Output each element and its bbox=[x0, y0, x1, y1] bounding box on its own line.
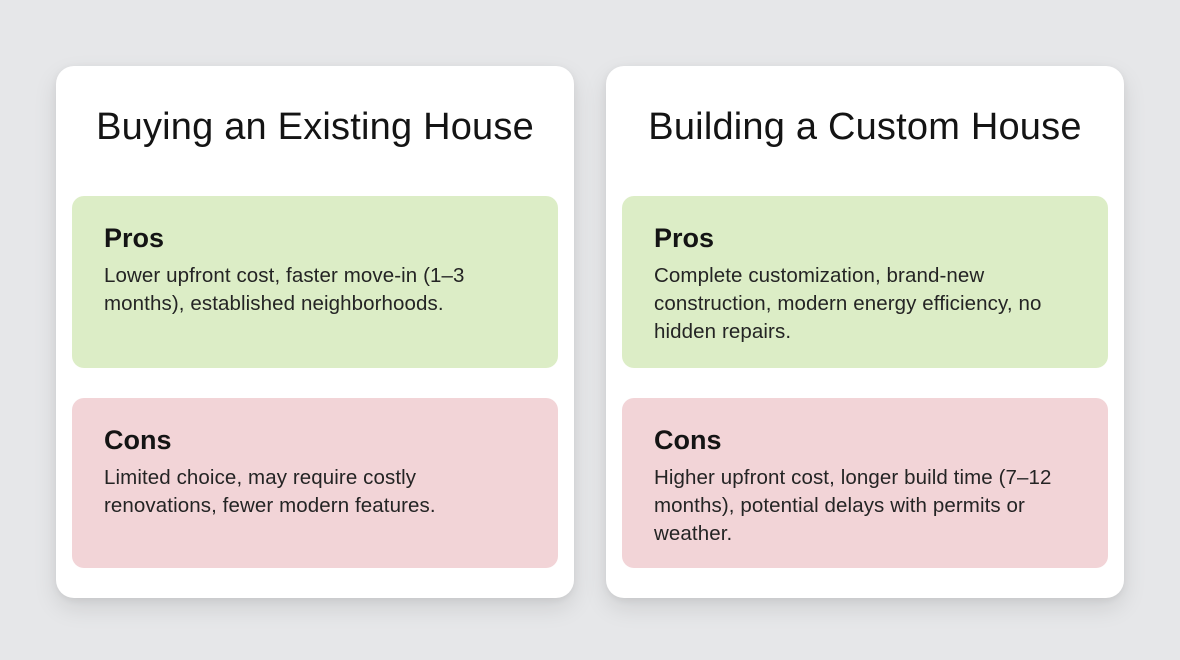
card-title: Buying an Existing House bbox=[96, 106, 534, 148]
pros-label: Pros bbox=[654, 222, 715, 253]
pros-text: Lower upfront cost, faster move-in (1–3 … bbox=[104, 264, 465, 316]
cons-label: Cons bbox=[104, 424, 172, 455]
cons-section: Cons Limited choice, may require costly … bbox=[72, 397, 558, 568]
cons-text: Higher upfront cost, longer build time (… bbox=[654, 466, 1052, 546]
cons-text: Limited choice, may require costly renov… bbox=[104, 466, 436, 518]
pros-section: Pros Complete customization, brand-new c… bbox=[622, 195, 1108, 368]
cons-section: Cons Higher upfront cost, longer build t… bbox=[622, 397, 1108, 568]
cons-label: Cons bbox=[654, 424, 722, 455]
pros-label: Pros bbox=[104, 222, 165, 253]
card-existing-house: Buying an Existing House Pros Lower upfr… bbox=[56, 66, 574, 598]
card-title: Building a Custom House bbox=[648, 106, 1082, 148]
pros-section: Pros Lower upfront cost, faster move-in … bbox=[72, 195, 558, 368]
card-custom-house: Building a Custom House Pros Complete cu… bbox=[606, 66, 1124, 598]
pros-text: Complete customization, brand-new constr… bbox=[654, 264, 1042, 344]
